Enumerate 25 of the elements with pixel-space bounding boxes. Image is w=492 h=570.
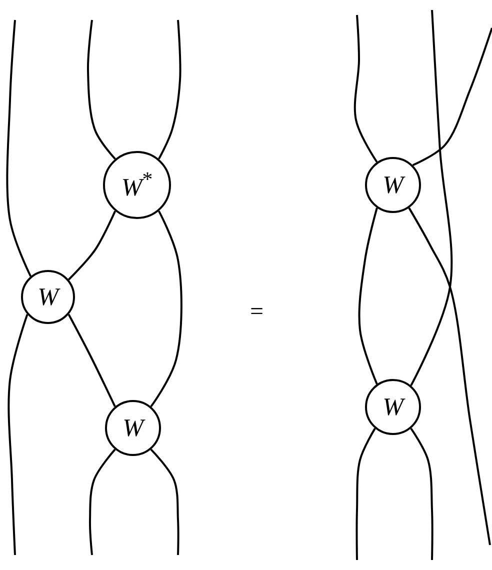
wire bbox=[410, 428, 434, 560]
wire bbox=[408, 207, 491, 546]
node-label: W$^{*}$ bbox=[121, 169, 153, 201]
node-label: W bbox=[122, 416, 144, 440]
wire bbox=[358, 208, 378, 384]
node-label: W bbox=[38, 284, 58, 310]
equals-sign: = bbox=[250, 300, 264, 324]
wire bbox=[8, 314, 28, 556]
wire bbox=[87, 20, 116, 160]
wire bbox=[410, 10, 453, 386]
wire bbox=[89, 448, 116, 556]
wire bbox=[356, 428, 376, 560]
wire bbox=[6, 20, 32, 277]
wire bbox=[354, 14, 378, 163]
wire bbox=[412, 28, 492, 166]
wire bbox=[158, 20, 182, 160]
node-label: W bbox=[382, 172, 404, 198]
node-circle bbox=[365, 157, 421, 213]
wire bbox=[68, 210, 116, 280]
node-circle bbox=[105, 400, 161, 456]
wire bbox=[150, 210, 182, 408]
wire bbox=[68, 314, 116, 407]
wire bbox=[150, 448, 180, 556]
node-label: W bbox=[382, 394, 404, 420]
node-circle bbox=[21, 270, 75, 324]
